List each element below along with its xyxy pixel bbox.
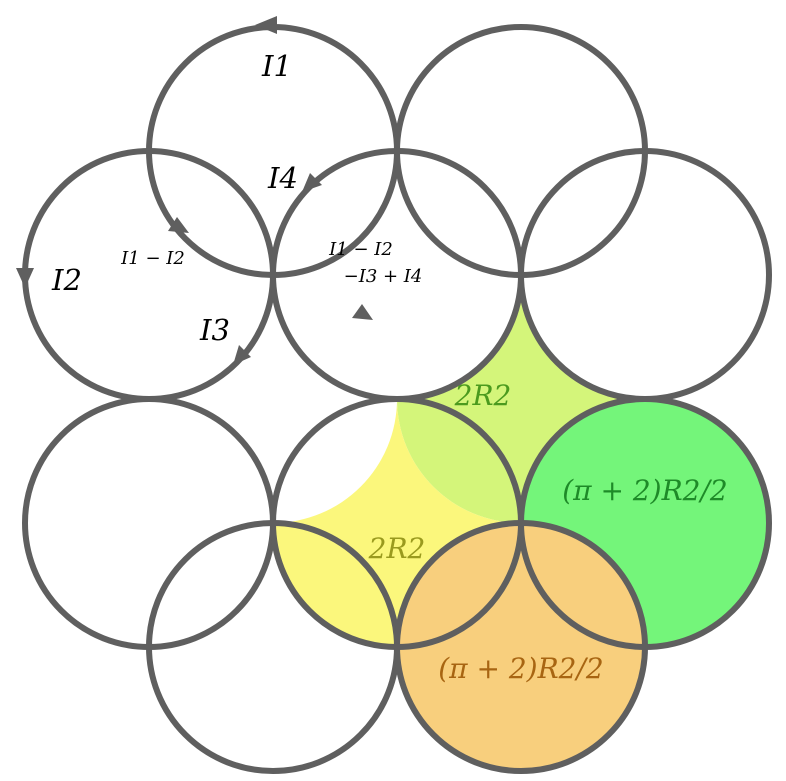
circle-bottom-right: [394, 520, 648, 774]
area-label-green-circle: (π + 2)R2/2: [562, 474, 727, 507]
area-label-lower: 2R2: [368, 532, 426, 565]
arrow-i4-icon: [302, 173, 322, 192]
arrow-i1-icon: [255, 16, 277, 34]
circle-top-right: [394, 24, 648, 278]
arrow-i3-icon: [233, 345, 251, 365]
area-label-upper: 2R2: [454, 379, 512, 412]
label-i2: I2: [51, 263, 82, 297]
circle-outlines: [22, 24, 772, 774]
label-i1: I1: [261, 49, 292, 83]
region-upper-2r2: [397, 275, 645, 523]
circle-lower-far-left: [22, 396, 276, 650]
circle-bottom-left: [146, 520, 400, 774]
area-labels: 2R2 2R2 (π + 2)R2/2 (π + 2)R2/2: [368, 379, 728, 685]
label-i3: I3: [199, 313, 230, 347]
arrow-combined-current-icon: [352, 304, 373, 320]
current-labels: I1 I2 I3 I4 I1 − I2 I1 − I2 −I3 + I4: [51, 49, 422, 347]
region-orange-circle: [397, 523, 645, 771]
area-label-orange-circle: (π + 2)R2/2: [438, 652, 603, 685]
label-combined-line2: −I3 + I4: [344, 266, 423, 287]
label-i4: I4: [267, 161, 298, 195]
arrow-i2-icon: [16, 268, 34, 288]
label-i1-minus-i2: I1 − I2: [120, 248, 185, 269]
current-arrows: [16, 16, 373, 365]
circle-upper-far-right: [518, 148, 772, 402]
arrow-i1-minus-i2-icon: [168, 217, 189, 233]
region-lower-2r2: [273, 399, 521, 647]
label-combined-line1: I1 − I2: [328, 239, 393, 260]
